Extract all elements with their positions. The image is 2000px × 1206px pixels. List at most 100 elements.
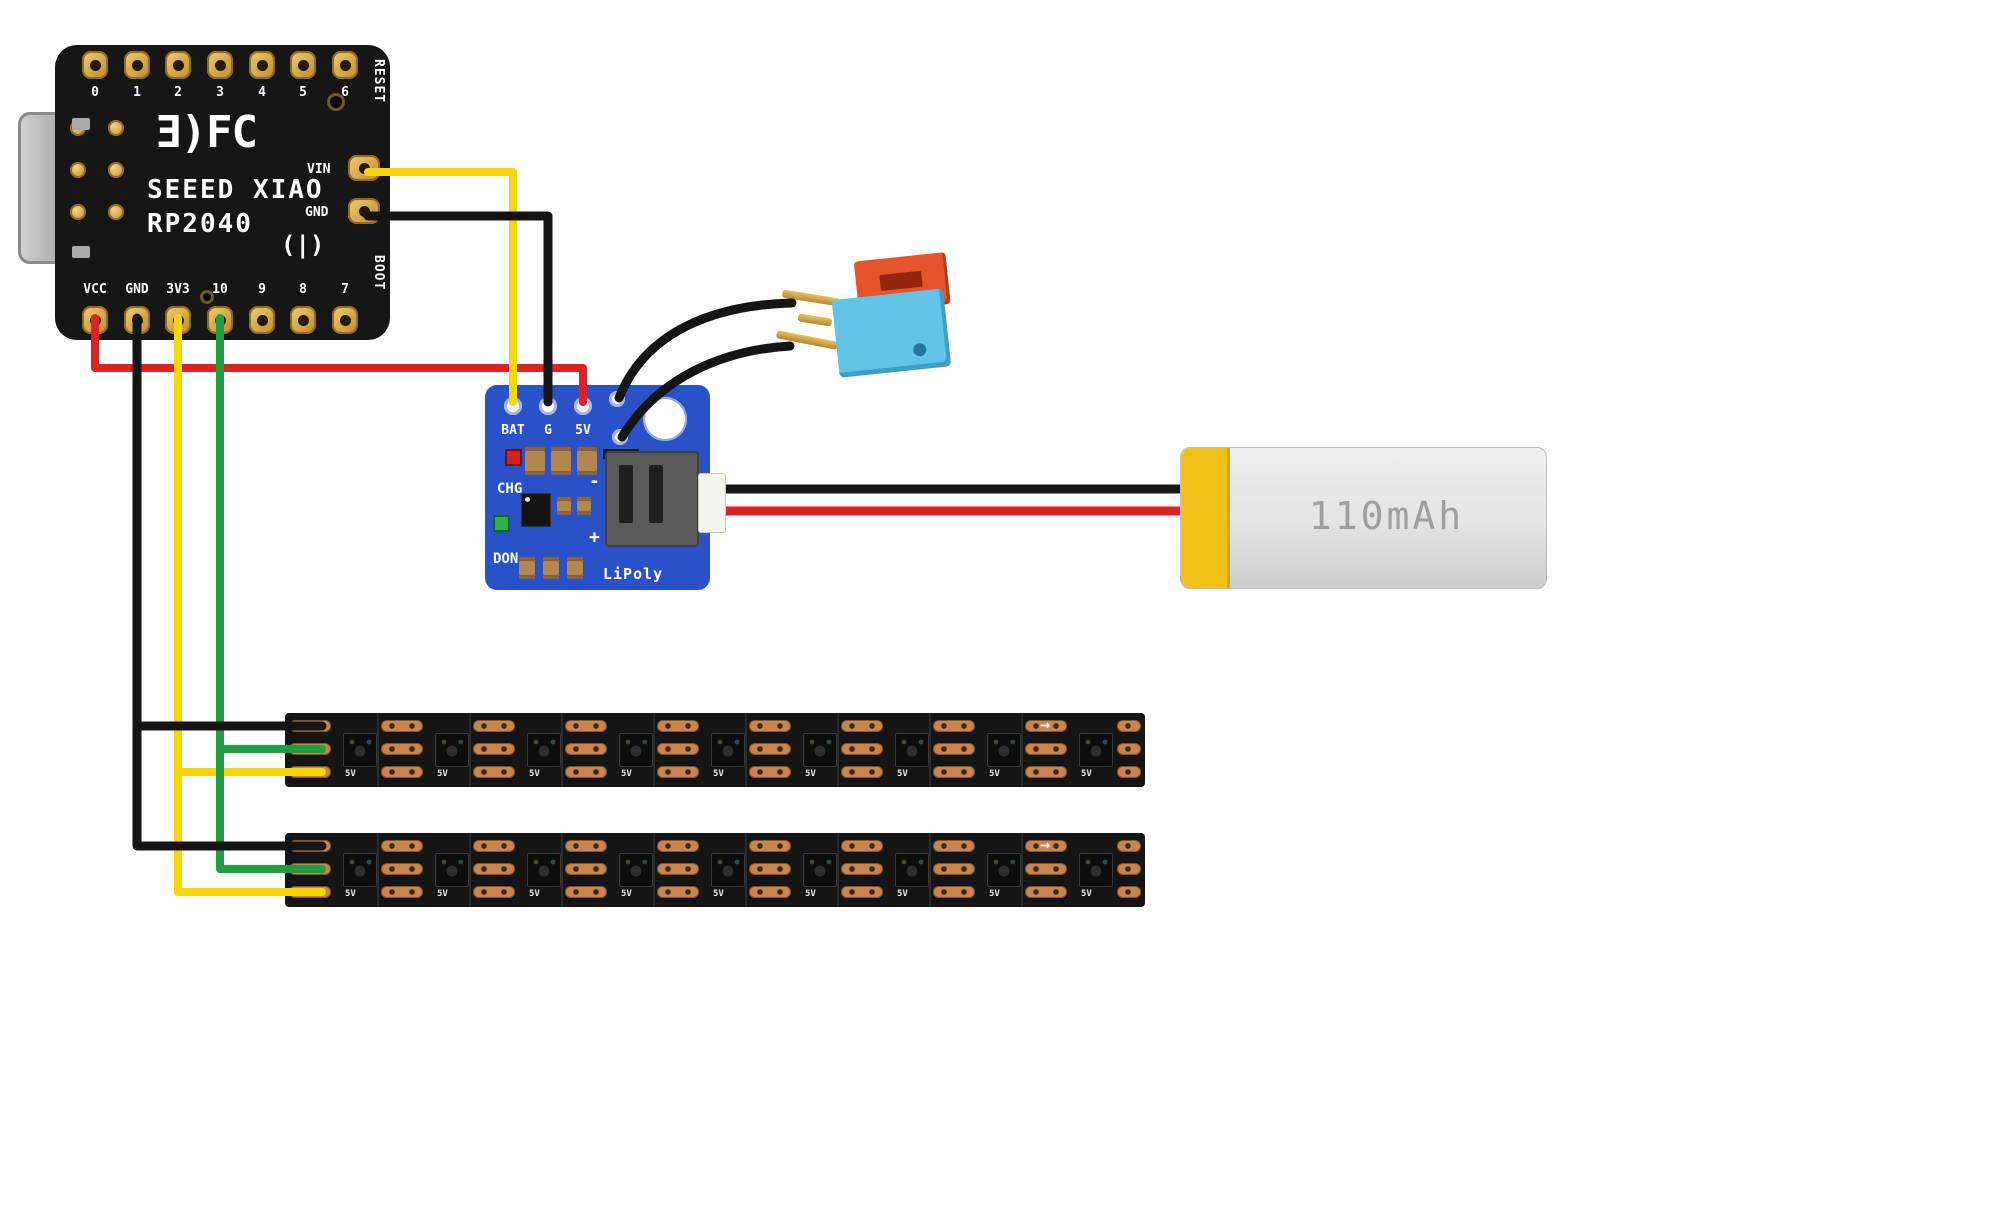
copper-pad	[289, 886, 331, 898]
copper-pad	[565, 886, 607, 898]
usb-tab	[72, 246, 90, 258]
copper-pad	[933, 840, 975, 852]
strip-5v-label: 5V	[989, 769, 1000, 779]
reset-label: RESET	[371, 59, 386, 104]
smd-component	[577, 497, 591, 515]
copper-pad	[657, 766, 699, 778]
smd-component	[567, 557, 583, 579]
strip-5v-label: 5V	[345, 769, 356, 779]
boot-label: BOOT	[371, 255, 386, 291]
copper-pad	[749, 766, 791, 778]
strip-cut-line	[561, 833, 563, 907]
led-package	[1079, 733, 1113, 767]
strip-5v-label: 5V	[713, 769, 724, 779]
strip-5v-label: 5V	[345, 889, 356, 899]
strip-cut-line	[837, 713, 839, 787]
smd-component	[519, 557, 535, 579]
jst-slot	[649, 465, 663, 523]
copper-pad	[565, 743, 607, 755]
screw-hole	[327, 93, 345, 111]
bottom-pin-label-7: 7	[341, 282, 349, 297]
strip-5v-label: 5V	[1081, 889, 1092, 899]
bottom-pin-label-3V3: 3V3	[166, 282, 190, 297]
copper-pad	[381, 743, 423, 755]
strip-cut-line	[1021, 833, 1023, 907]
copper-pad	[565, 720, 607, 732]
led-package	[987, 733, 1021, 767]
copper-pad	[1117, 766, 1141, 778]
top-pin-label-5: 5	[299, 85, 307, 100]
top-pin-label-6: 6	[341, 85, 349, 100]
castellated-pin	[82, 51, 108, 79]
pin-hole	[89, 59, 101, 71]
direction-arrow-icon: →	[1040, 835, 1051, 855]
strip-cut-line	[653, 713, 655, 787]
aux-hole	[609, 391, 625, 407]
copper-pad	[289, 766, 331, 778]
bottom-pin-label-9: 9	[258, 282, 266, 297]
strip-5v-label: 5V	[437, 769, 448, 779]
pin-hole	[358, 205, 370, 217]
copper-pad	[841, 743, 883, 755]
led-package	[987, 853, 1021, 887]
copper-pad	[933, 743, 975, 755]
strip-cut-line	[377, 713, 379, 787]
jst-plus-mark: +	[589, 527, 600, 548]
strip-5v-label: 5V	[897, 769, 908, 779]
pin-hole	[172, 59, 184, 71]
vin-pin	[348, 155, 380, 181]
strip-5v-label: 5V	[989, 889, 1000, 899]
copper-pad	[1117, 720, 1141, 732]
strip-cut-line	[1021, 713, 1023, 787]
pin-hole	[256, 314, 268, 326]
rp2040-logo: (|)	[281, 231, 325, 259]
don-label: DON	[493, 551, 519, 567]
castellated-pin	[290, 306, 316, 334]
top-pin-label-2: 2	[174, 85, 182, 100]
top-pin-label-4: 4	[258, 85, 266, 100]
led-package	[527, 853, 561, 887]
led-package	[803, 733, 837, 767]
copper-pad	[749, 720, 791, 732]
copper-pad	[657, 886, 699, 898]
pin-hole	[131, 314, 143, 326]
aux-hole	[612, 429, 628, 445]
copper-pad	[657, 743, 699, 755]
test-pad	[70, 162, 86, 178]
copper-pad	[1117, 743, 1141, 755]
castellated-pin	[332, 51, 358, 79]
bottom-pin-label-10: 10	[212, 282, 228, 297]
5v-pin-hole	[574, 397, 592, 415]
mounting-hole	[643, 397, 687, 441]
copper-pad	[749, 743, 791, 755]
strip-5v-label: 5V	[805, 889, 816, 899]
gnd-label: GND	[305, 205, 329, 220]
strip-5v-label: 5V	[437, 889, 448, 899]
usb-tab	[72, 118, 90, 130]
copper-pad	[933, 766, 975, 778]
copper-pad	[1025, 840, 1067, 852]
pin-hole	[214, 59, 226, 71]
pin-hole	[358, 162, 370, 174]
5v-pin-label: 5V	[575, 423, 591, 438]
copper-pad	[473, 863, 515, 875]
copper-pad	[933, 863, 975, 875]
copper-pad	[1025, 886, 1067, 898]
screw-hole	[200, 290, 214, 304]
strip-5v-label: 5V	[1081, 769, 1092, 779]
copper-pad	[289, 743, 331, 755]
copper-pad	[565, 766, 607, 778]
castellated-pin	[207, 306, 233, 334]
charge-led	[505, 449, 522, 466]
led-package	[711, 853, 745, 887]
top-pin-label-3: 3	[216, 85, 224, 100]
copper-pad	[289, 863, 331, 875]
strip-5v-label: 5V	[529, 889, 540, 899]
pin-hole	[297, 59, 309, 71]
copper-pad	[565, 863, 607, 875]
pin-hole	[297, 314, 309, 326]
castellated-pin	[332, 306, 358, 334]
